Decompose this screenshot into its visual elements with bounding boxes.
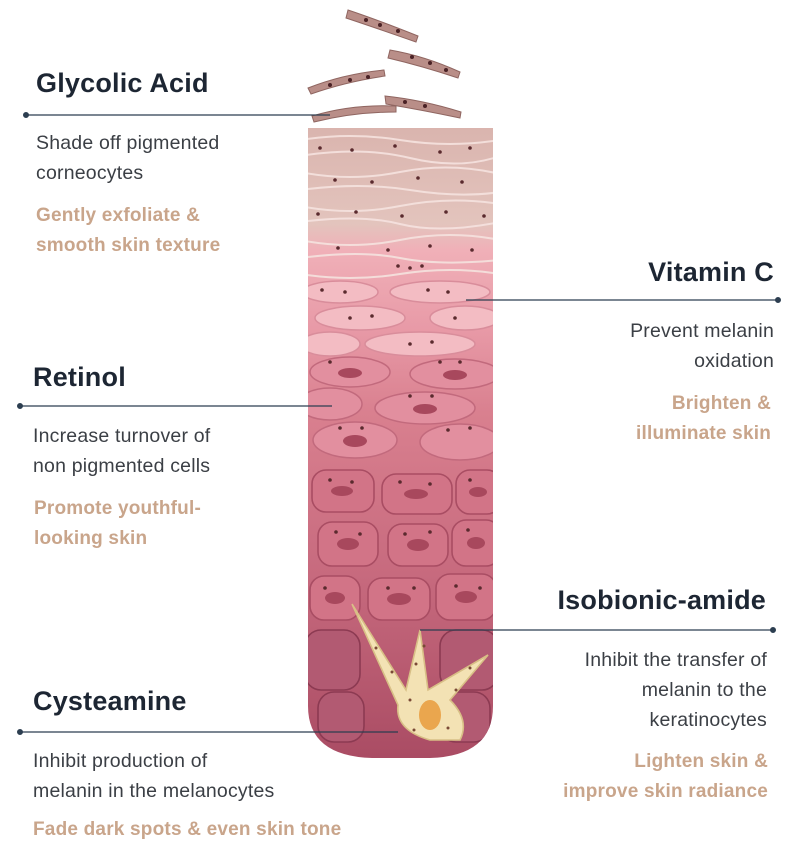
leader-lines: [17, 111, 781, 735]
isobionic-amide-title: Isobionic-amide: [557, 585, 766, 615]
isobionic-amide-description: Inhibit the transfer of melanin to the k…: [584, 649, 767, 731]
vitamin-c-description: Prevent melanin oxidation: [630, 320, 774, 372]
vitamin-c-title: Vitamin C: [648, 257, 774, 287]
cysteamine-benefit: Fade dark spots & even skin tone: [33, 819, 342, 840]
isobionic-amide-benefit: Lighten skin & improve skin radiance: [563, 751, 768, 802]
flake-melanin: [328, 18, 448, 108]
cysteamine-title: Cysteamine: [33, 686, 187, 716]
cysteamine-description: Inhibit production of melanin in the mel…: [33, 750, 275, 802]
vitamin-c-benefit: Brighten & illuminate skin: [636, 393, 771, 444]
melanocyte: [351, 603, 489, 741]
glycolic-acid-benefit: Gently exfoliate & smooth skin texture: [36, 205, 221, 256]
retinol-description: Increase turnover of non pigmented cells: [33, 425, 211, 477]
skin-column: [308, 128, 493, 758]
retinol-benefit: Promote youthful- looking skin: [34, 498, 201, 549]
glycolic-acid-description: Shade off pigmented corneocytes: [36, 132, 220, 184]
retinol-title: Retinol: [33, 362, 126, 392]
glycolic-acid-title: Glycolic Acid: [36, 68, 209, 98]
flaking-corneocytes: [307, 9, 462, 123]
